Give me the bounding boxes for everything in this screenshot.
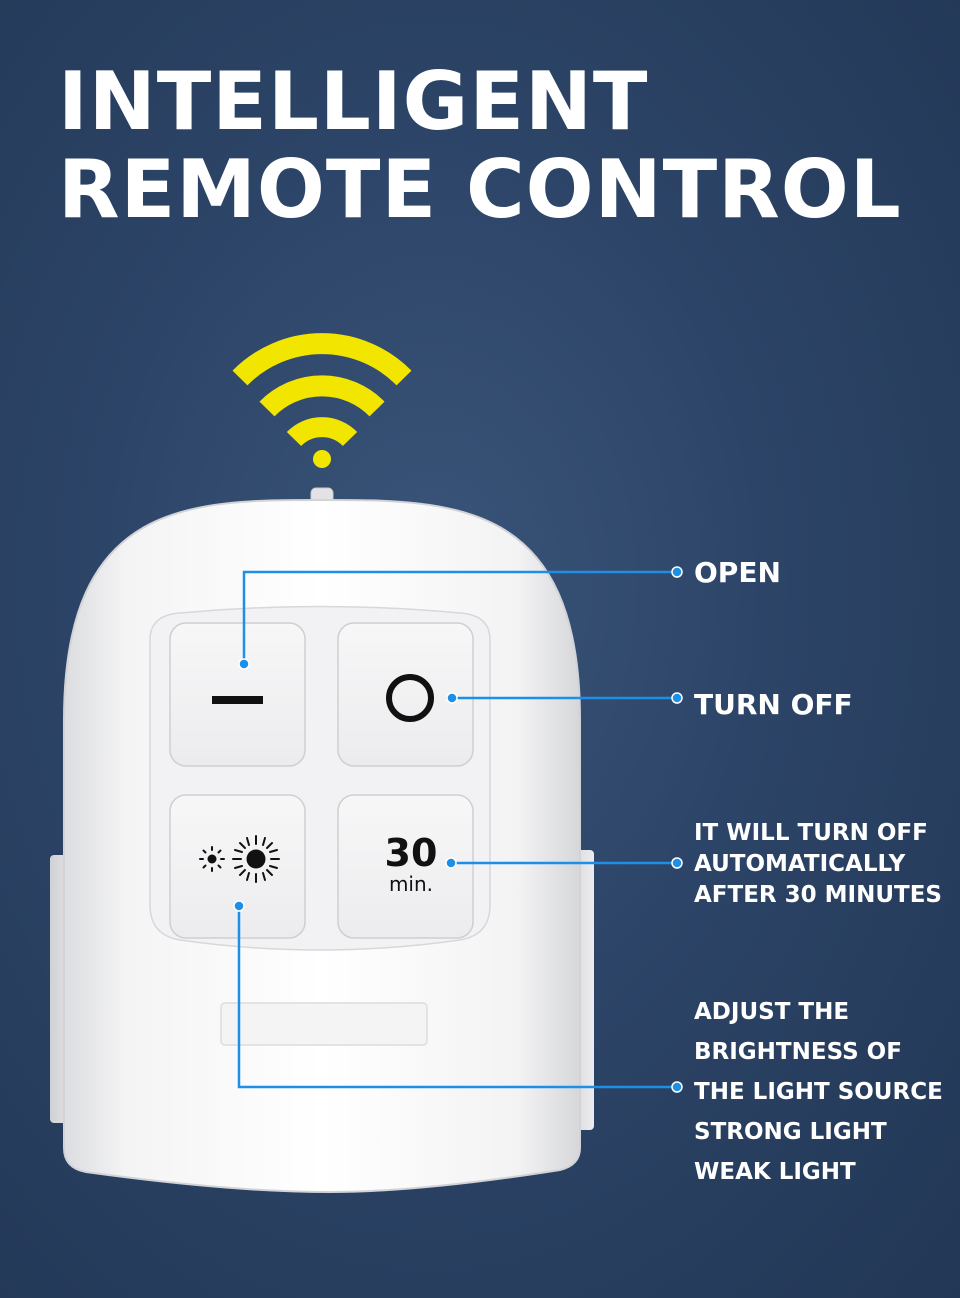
brightness-label-line-3: THE LIGHT SOURCE xyxy=(694,1079,943,1105)
battery-slot xyxy=(220,1002,428,1046)
headline: INTELLIGENT REMOTE CONTROL xyxy=(58,58,902,234)
timer-label-line-1: IT WILL TURN OFF xyxy=(694,820,928,846)
turn-off-label: TURN OFF xyxy=(694,688,853,721)
brightness-label-line-1: ADJUST THE xyxy=(694,999,850,1025)
timer-button[interactable] xyxy=(337,794,474,939)
headline-line-2: REMOTE CONTROL xyxy=(58,143,902,236)
wifi-icon xyxy=(232,333,412,468)
callout-dots xyxy=(233,566,683,1093)
callout-lines xyxy=(237,570,677,1089)
open-button[interactable] xyxy=(169,622,306,767)
timer-label: IT WILL TURN OFF AUTOMATICALLY AFTER 30 … xyxy=(694,818,942,911)
timer-label-line-2: AUTOMATICALLY xyxy=(694,851,906,877)
brightness-label-line-5: WEAK LIGHT xyxy=(694,1159,856,1185)
open-label: OPEN xyxy=(694,556,781,589)
dash-icon xyxy=(212,696,263,704)
brightness-label: ADJUST THE BRIGHTNESS OF THE LIGHT SOURC… xyxy=(694,992,943,1192)
brightness-callout-line xyxy=(237,906,677,1089)
sun-icon xyxy=(199,835,280,883)
open-callout-line xyxy=(242,570,677,664)
headline-line-1: INTELLIGENT xyxy=(58,55,649,148)
timer-label-line-3: AFTER 30 MINUTES xyxy=(694,882,942,908)
circle-icon xyxy=(386,674,434,722)
turn-off-button[interactable] xyxy=(337,622,474,767)
timer-icon-unit: min. xyxy=(389,872,433,896)
brightness-label-line-2: BRIGHTNESS OF xyxy=(694,1039,902,1065)
brightness-label-line-4: STRONG LIGHT xyxy=(694,1119,887,1145)
timer-icon-number: 30 xyxy=(385,831,438,875)
